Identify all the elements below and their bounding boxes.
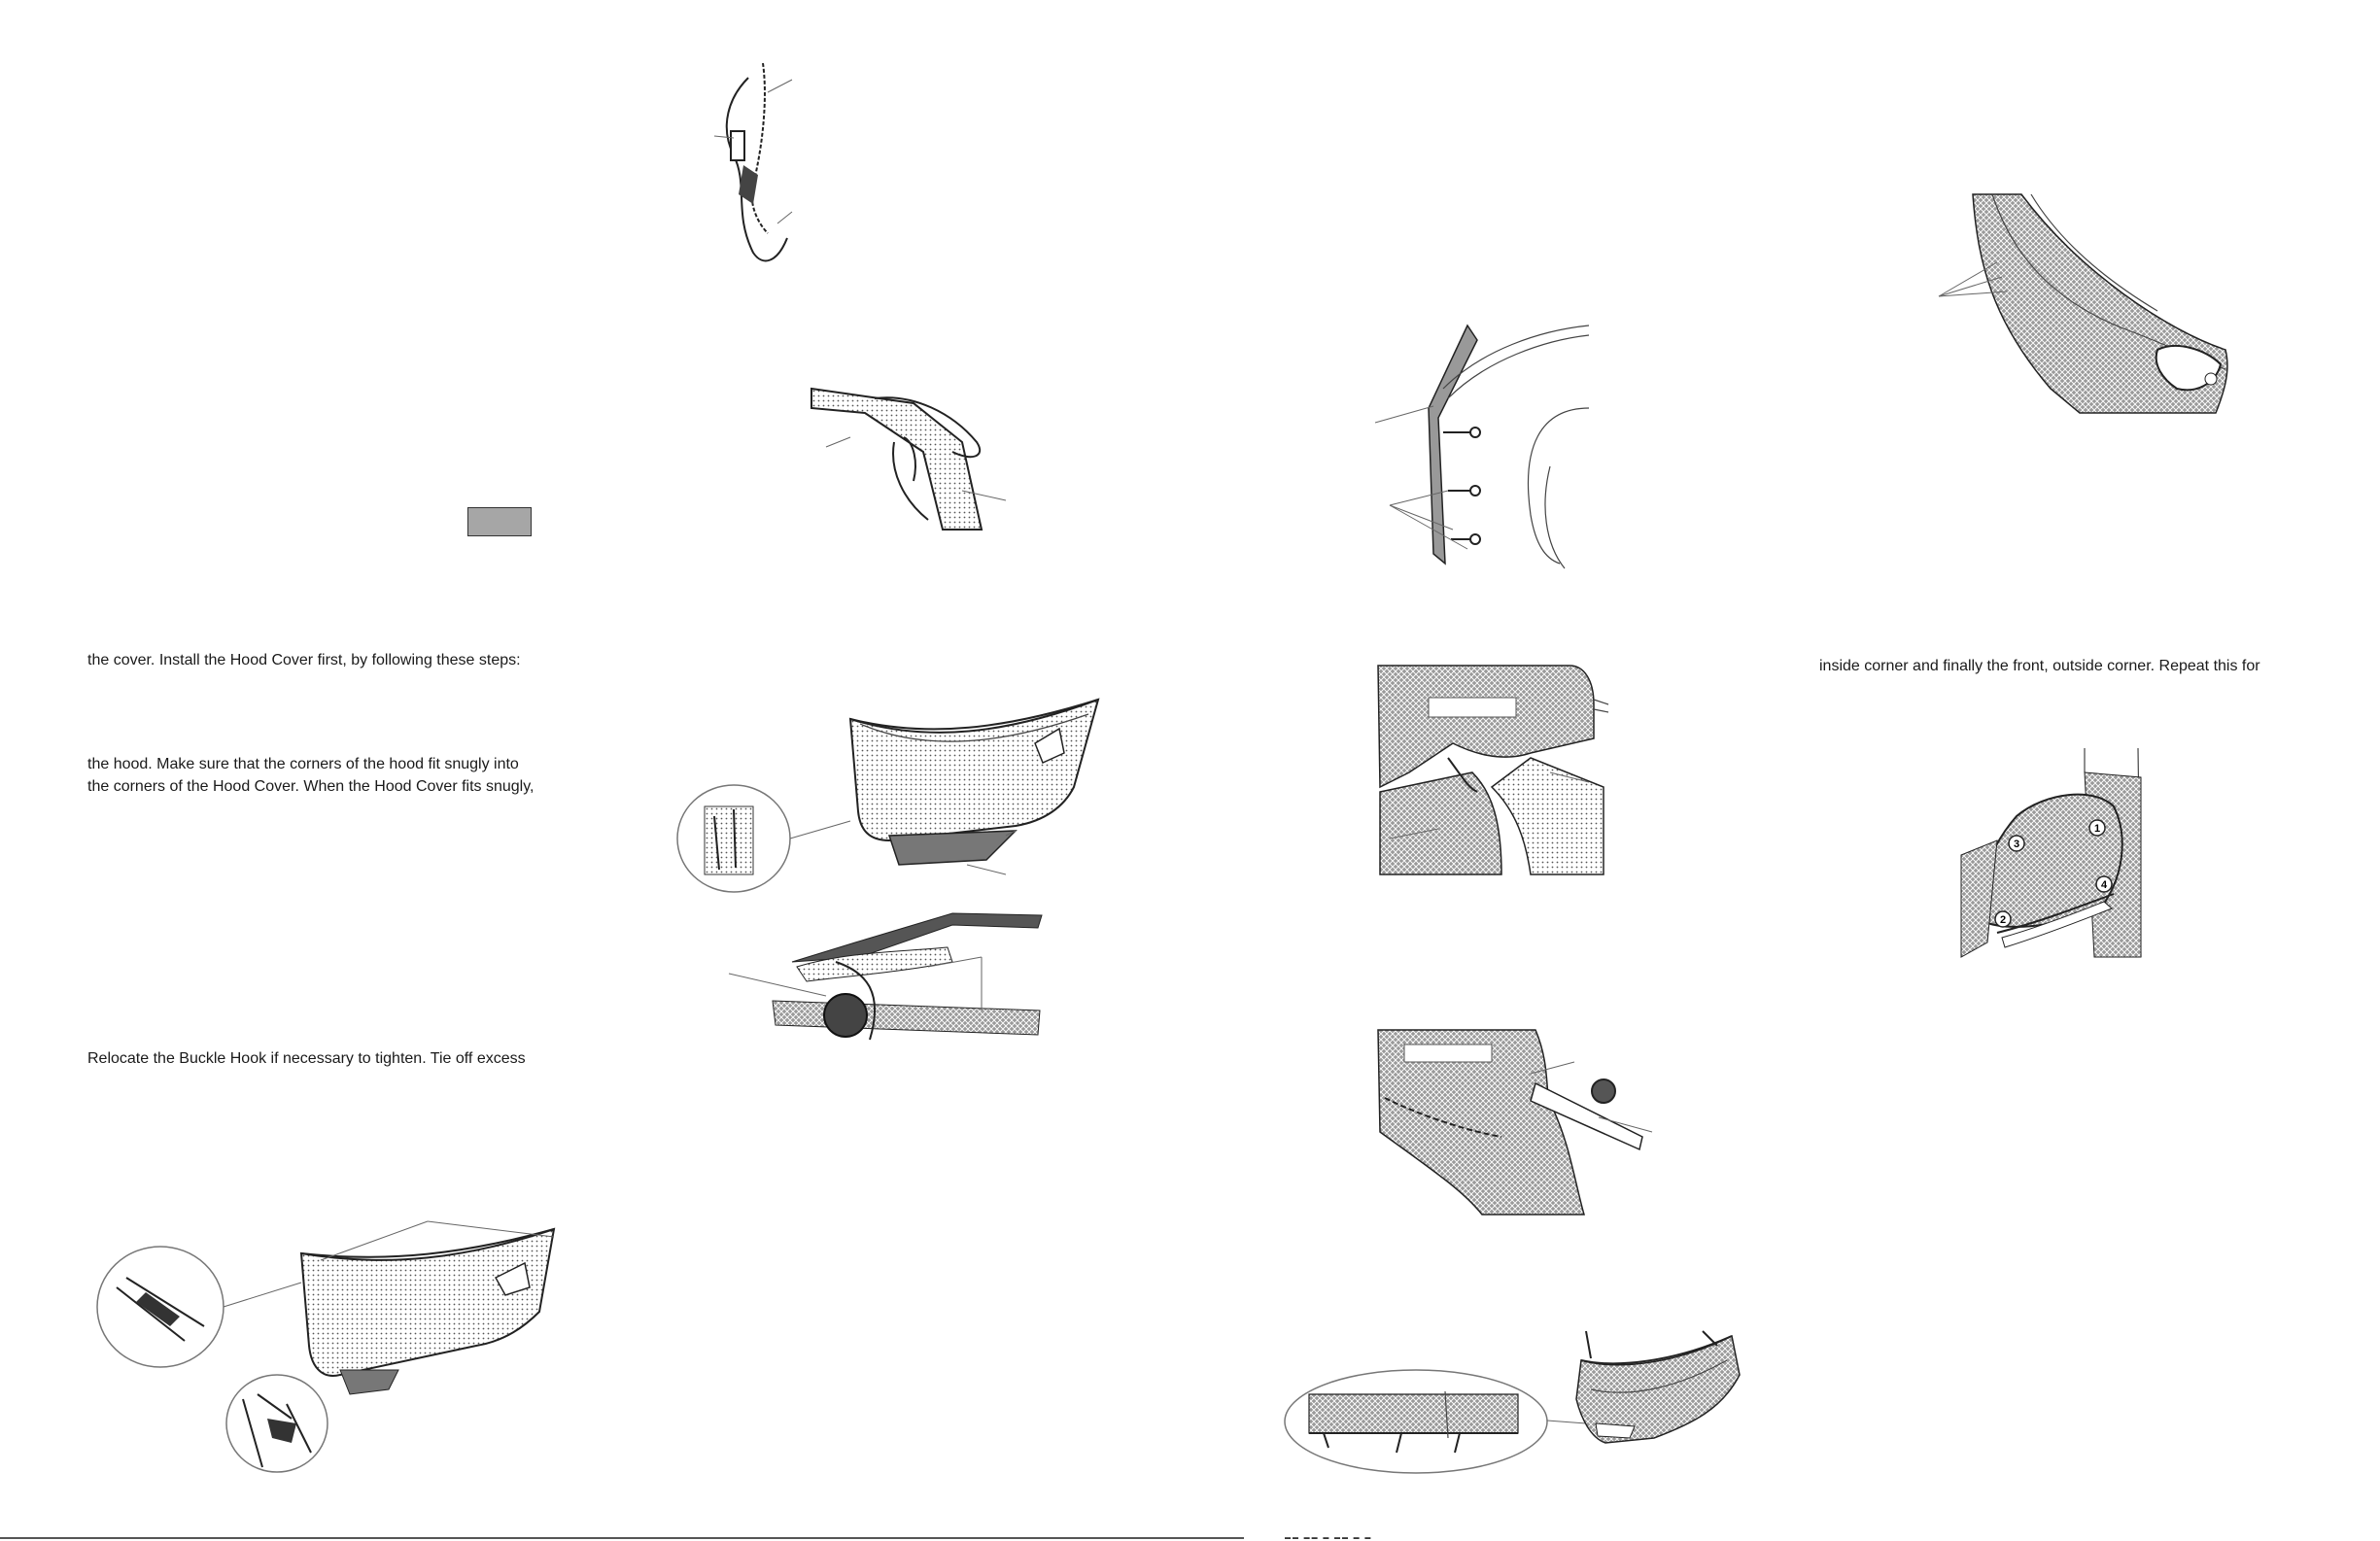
mirror-marker-4: 4	[2101, 879, 2108, 891]
car-front-corner-illustration	[1934, 193, 2230, 414]
left-paragraph-2-line-2: the corners of the Hood Cover. When the …	[87, 778, 535, 795]
mirror-marker-3: 3	[2014, 839, 2019, 850]
right-paragraph-1: inside corner and finally the front, out…	[1819, 658, 2260, 674]
left-page-footer-rule	[0, 1537, 1244, 1539]
hand-tucking-edge-illustration	[807, 384, 1011, 531]
bumper-corner-cover-illustration	[1375, 665, 1609, 879]
gray-swatch-box	[467, 507, 532, 536]
mirror-marker-1: 1	[2094, 823, 2100, 835]
hood-cover-corner-illustration	[675, 695, 1103, 904]
left-paragraph-2-line-1: the hood. Make sure that the corners of …	[87, 756, 519, 772]
buckle-hook-illustration	[709, 58, 807, 277]
left-paragraph-1: the cover. Install the Hood Cover first,…	[87, 652, 521, 668]
front-bumper-cover-illustration	[1284, 1330, 1742, 1477]
hood-cover-installed-illustration	[96, 1210, 559, 1473]
left-paragraph-3: Relocate the Buckle Hook if necessary to…	[87, 1050, 526, 1067]
strap-tie-illustration	[728, 904, 1050, 1049]
bumper-strap-illustration	[1375, 1025, 1653, 1219]
mirror-marker-2: 2	[2000, 914, 2006, 926]
fender-hooks-illustration	[1374, 321, 1594, 573]
right-page-footer-mark: ▬▬ ▬▬ ▬ ▬▬ ▬ ▬	[1285, 1535, 1373, 1541]
mirror-cover-numbered-illustration: 1 3 4 2	[1958, 747, 2143, 958]
